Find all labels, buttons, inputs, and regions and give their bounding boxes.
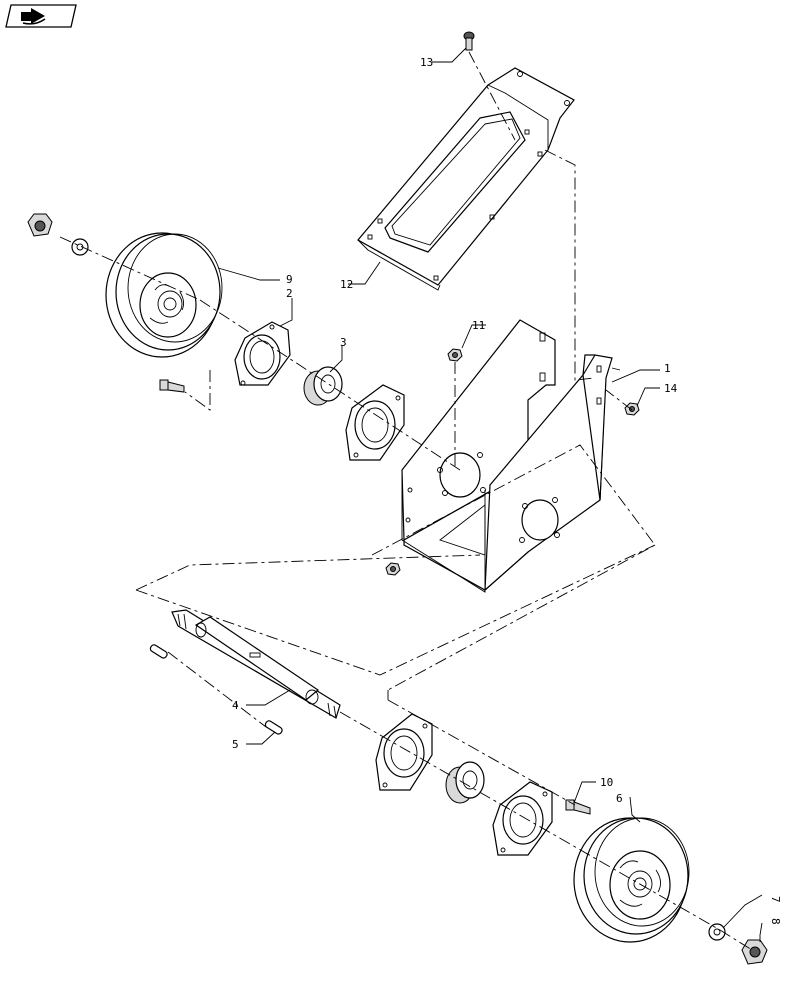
callout-7: 7: [769, 896, 782, 903]
bearing-bracket: [401, 319, 613, 593]
callout-1: 1: [664, 362, 671, 375]
key-5-left: [149, 644, 168, 659]
callout-10: 10: [600, 776, 613, 789]
leader-lines: [217, 47, 763, 942]
lock-nut-upper: [27, 213, 53, 237]
callout-13: 13: [420, 56, 433, 69]
flange-bearing-2: [234, 321, 291, 386]
arrow-right-icon: [21, 8, 46, 25]
mounting-plate: [357, 67, 575, 291]
callout-6: 6: [616, 792, 623, 805]
callout-9: 9: [286, 273, 293, 286]
pulley-6: [573, 817, 690, 943]
callout-8: 8: [769, 918, 782, 925]
callout-14: 14: [664, 382, 678, 395]
navigation-button[interactable]: [5, 4, 77, 28]
bearing-3: [303, 366, 343, 406]
bearing-lower: [445, 761, 485, 804]
pulley-9: [105, 232, 223, 358]
washer-7: [708, 923, 726, 941]
callout-labels: 1 2 3 4 5 6 7 8 9 10 11 12 13 14: [232, 56, 782, 925]
callout-3: 3: [340, 336, 347, 349]
callout-11: 11: [472, 319, 485, 332]
flange-bearing-upper-rear: [345, 384, 405, 461]
flange-bearing-lower-front: [375, 713, 433, 791]
shaft-4: [171, 609, 341, 719]
bolt-10: [565, 799, 591, 815]
bolt-13: [463, 31, 475, 51]
callout-4: 4: [232, 699, 239, 712]
center-lines: [59, 51, 753, 951]
callout-5: 5: [232, 738, 239, 751]
nut-11: [447, 348, 463, 362]
lock-nut-8: [741, 939, 768, 965]
flange-bearing-lower-rear: [492, 781, 553, 856]
nut-14: [624, 402, 640, 416]
bolt-upper: [159, 379, 185, 393]
washer-upper: [71, 238, 89, 256]
callout-2: 2: [286, 287, 293, 300]
nut-bottom: [385, 562, 401, 576]
key-5-right: [264, 720, 283, 735]
callout-12: 12: [340, 278, 353, 291]
